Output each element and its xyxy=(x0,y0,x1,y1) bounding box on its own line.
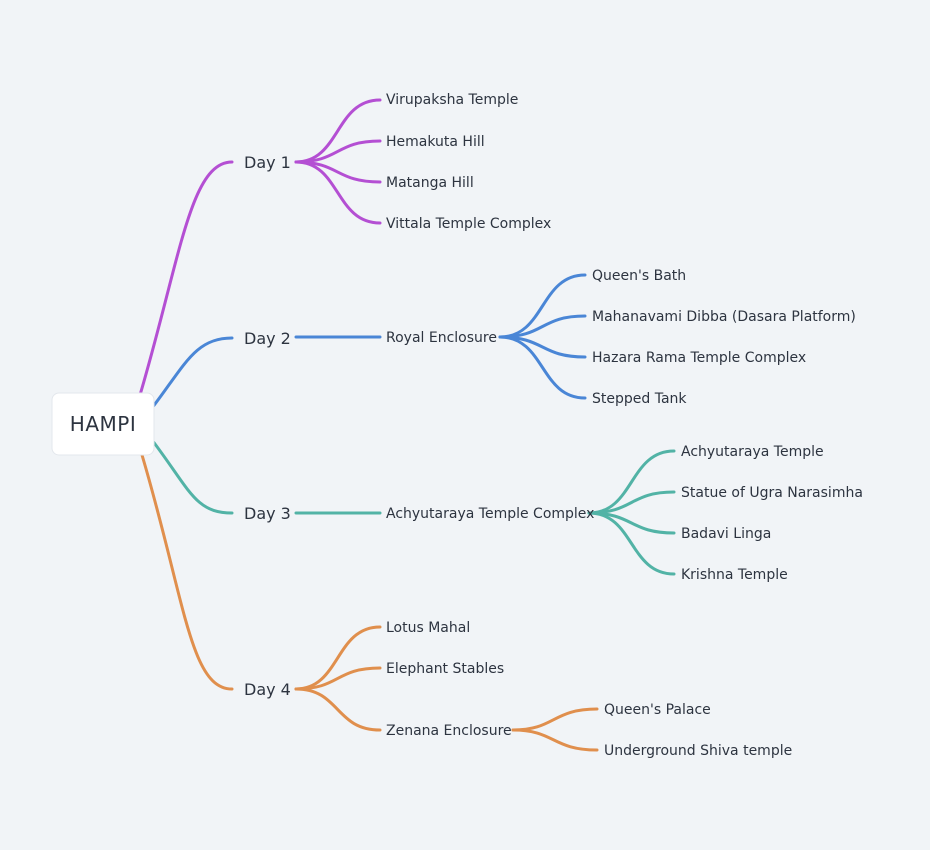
connector-royal-steppedtank xyxy=(498,335,587,400)
connectors xyxy=(138,98,676,752)
node-vittala-temple-complex[interactable]: Vittala Temple Complex xyxy=(386,216,551,232)
day-node-2[interactable]: Day 2 xyxy=(244,329,291,348)
node-lotus-mahal[interactable]: Lotus Mahal xyxy=(386,620,470,636)
root-node-label: HAMPI xyxy=(70,412,136,436)
node-royal-enclosure[interactable]: Royal Enclosure xyxy=(386,330,497,346)
node-queens-bath[interactable]: Queen's Bath xyxy=(592,268,686,284)
connector-royal-queensbath xyxy=(498,273,587,339)
node-underground-shiva-temple[interactable]: Underground Shiva temple xyxy=(604,743,792,759)
node-elephant-stables[interactable]: Elephant Stables xyxy=(386,661,504,677)
connector-root-day3 xyxy=(150,438,234,515)
day3-items: Achyutaraya Temple Complex Achyutaraya T… xyxy=(386,444,863,583)
day-nodes: Day 1 Day 2 Day 3 Day 4 xyxy=(244,153,291,699)
connector-day4-zenana xyxy=(294,687,382,732)
connector-day1-vittala xyxy=(294,160,382,225)
connector-root-day2 xyxy=(150,336,234,410)
connector-zenana-shiva xyxy=(511,728,599,752)
node-krishna-temple[interactable]: Krishna Temple xyxy=(681,567,788,583)
connector-complex-krishna-temple xyxy=(587,511,676,576)
connector-zenana-queenspalace xyxy=(511,707,599,732)
node-achyutaraya-temple-complex[interactable]: Achyutaraya Temple Complex xyxy=(386,506,594,522)
node-statue-ugra-narasimha[interactable]: Statue of Ugra Narasimha xyxy=(681,485,863,501)
connector-root-day4 xyxy=(140,453,234,691)
connector-complex-achyutaraya-temple xyxy=(587,449,676,515)
node-zenana-enclosure[interactable]: Zenana Enclosure xyxy=(386,723,512,739)
connector-day4-elephant xyxy=(294,666,382,691)
node-stepped-tank[interactable]: Stepped Tank xyxy=(592,391,687,407)
day2-items: Royal Enclosure Queen's Bath Mahanavami … xyxy=(386,268,856,407)
node-badavi-linga[interactable]: Badavi Linga xyxy=(681,526,771,542)
day4-items: Lotus Mahal Elephant Stables Zenana Encl… xyxy=(386,620,792,759)
node-mahanavami-dibba[interactable]: Mahanavami Dibba (Dasara Platform) xyxy=(592,309,856,325)
node-virupaksha-temple[interactable]: Virupaksha Temple xyxy=(386,92,518,108)
day1-items: Virupaksha Temple Hemakuta Hill Matanga … xyxy=(386,92,551,232)
connector-root-day1 xyxy=(138,160,234,397)
connector-day4-lotus xyxy=(294,625,382,691)
day-node-1[interactable]: Day 1 xyxy=(244,153,291,172)
connector-day1-virupaksha xyxy=(294,98,382,164)
node-hazara-rama-temple[interactable]: Hazara Rama Temple Complex xyxy=(592,350,806,366)
root-node[interactable]: HAMPI xyxy=(51,392,155,456)
node-hemakuta-hill[interactable]: Hemakuta Hill xyxy=(386,134,485,150)
node-queens-palace[interactable]: Queen's Palace xyxy=(604,702,711,718)
root-node-box xyxy=(51,392,155,456)
day-node-3[interactable]: Day 3 xyxy=(244,504,291,523)
day-node-4[interactable]: Day 4 xyxy=(244,680,291,699)
node-matanga-hill[interactable]: Matanga Hill xyxy=(386,175,474,191)
node-achyutaraya-temple[interactable]: Achyutaraya Temple xyxy=(681,444,824,460)
